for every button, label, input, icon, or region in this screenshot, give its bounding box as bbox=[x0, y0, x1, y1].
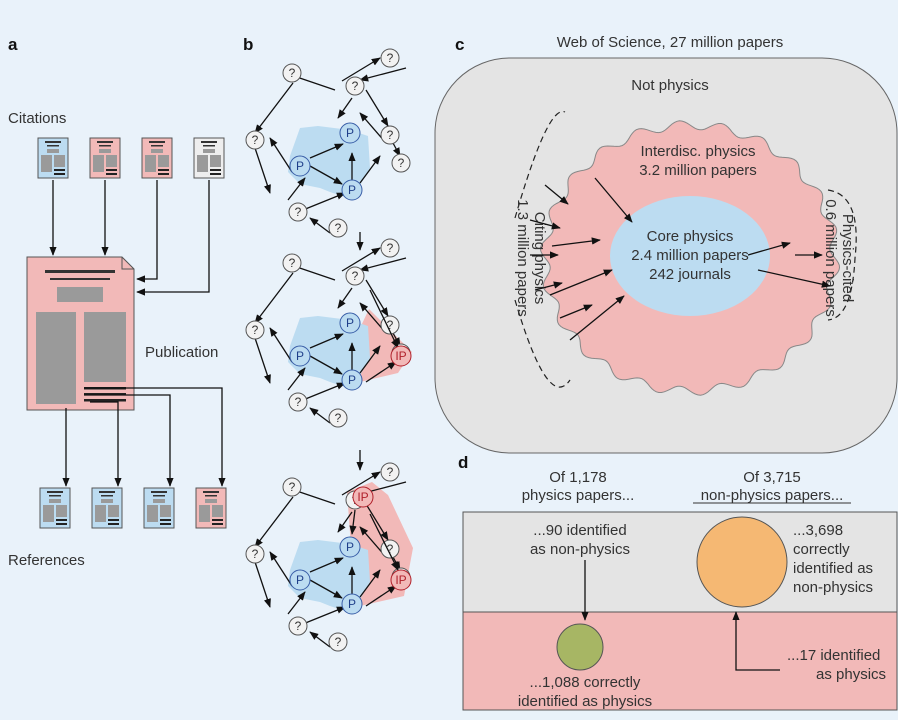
panel-d-label: d bbox=[458, 453, 468, 472]
reference-paper-blue bbox=[143, 487, 175, 529]
core-label-2: 2.4 million papers bbox=[631, 247, 749, 264]
reference-paper-blue bbox=[91, 487, 123, 529]
physics-papers-circle bbox=[556, 623, 604, 671]
reference-paper-blue bbox=[39, 487, 71, 529]
citing-label-2: 1.3 million papers bbox=[514, 199, 531, 317]
publication-document bbox=[26, 256, 135, 411]
citation-arrows bbox=[49, 180, 210, 296]
citing-paper-blue bbox=[37, 137, 69, 179]
citing-paper-grey bbox=[193, 137, 225, 179]
citing-paper-pink bbox=[89, 137, 121, 179]
panel-a: a Citations Publication bbox=[8, 35, 227, 569]
network-step-2: IP bbox=[246, 239, 412, 427]
interdisc-label-1: Interdisc. physics bbox=[640, 143, 755, 160]
publication-label: Publication bbox=[145, 344, 218, 361]
citing-paper-pink bbox=[141, 137, 173, 179]
panel-b-label: b bbox=[243, 35, 253, 54]
reference-arrows bbox=[62, 387, 226, 487]
panel-d: d Of 1,178 physics papers... Of 3,715 no… bbox=[458, 453, 898, 711]
interdisc-label-2: 3.2 million papers bbox=[639, 162, 757, 179]
left-header-1: Of 1,178 bbox=[549, 469, 607, 486]
physics-cited-bracket bbox=[827, 189, 857, 321]
left-header-2: physics papers... bbox=[522, 487, 635, 504]
web-of-science-title: Web of Science, 27 million papers bbox=[557, 34, 784, 51]
ann-3698-4: non-physics bbox=[793, 579, 873, 596]
citing-physics-bracket bbox=[514, 110, 571, 388]
ann-3698-2: correctly bbox=[793, 541, 850, 558]
ann-17-2: as physics bbox=[816, 666, 886, 683]
ann-90-2: as non-physics bbox=[530, 541, 630, 558]
network-step-3: IP IP bbox=[246, 463, 413, 651]
right-header-1: Of 3,715 bbox=[743, 469, 801, 486]
panel-c-arrows bbox=[529, 177, 831, 341]
non-physics-papers-circle bbox=[696, 516, 788, 608]
not-physics-label: Not physics bbox=[631, 77, 709, 94]
network-step-1 bbox=[246, 49, 410, 237]
core-label-3: 242 journals bbox=[649, 266, 731, 283]
references-label: References bbox=[8, 552, 85, 569]
core-label-1: Core physics bbox=[647, 228, 734, 245]
ann-3698-1: ...3,698 bbox=[793, 522, 843, 539]
panel-c-label: c bbox=[455, 35, 464, 54]
arrow-17 bbox=[732, 611, 780, 671]
panel-c: c Web of Science, 27 million papers Not … bbox=[434, 34, 898, 454]
core-physics-region bbox=[610, 196, 770, 316]
ann-17-1: ...17 identified bbox=[787, 647, 880, 664]
ann-90-1: ...90 identified bbox=[533, 522, 626, 539]
right-header-2: non-physics papers... bbox=[701, 487, 844, 504]
citations-label: Citations bbox=[8, 110, 66, 127]
ann-1088-1: ...1,088 correctly bbox=[530, 674, 641, 691]
citing-label-1: Citing physics bbox=[531, 212, 548, 305]
svg-text:IP: IP bbox=[395, 573, 406, 587]
panel-b: b IP IP IP bbox=[243, 35, 413, 651]
classified-physics-band bbox=[462, 611, 898, 711]
ann-1088-2: identified as physics bbox=[518, 693, 652, 710]
panel-a-label: a bbox=[8, 35, 18, 54]
svg-text:IP: IP bbox=[395, 349, 406, 363]
cited-label-2: 0.6 million papers bbox=[822, 199, 839, 317]
ann-3698-3: identified as bbox=[793, 560, 873, 577]
reference-paper-pink bbox=[195, 487, 227, 529]
cited-label-1: Physics-cited bbox=[839, 214, 856, 302]
svg-text:IP: IP bbox=[357, 490, 368, 504]
